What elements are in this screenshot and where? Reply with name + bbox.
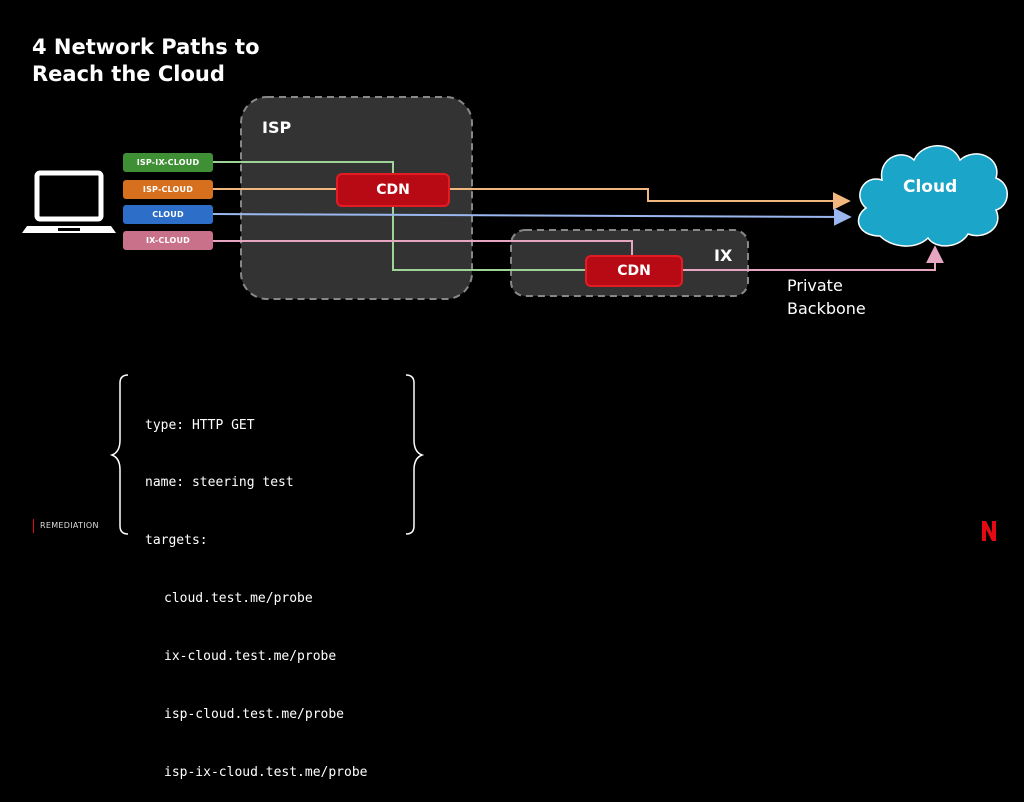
left-brace — [109, 374, 129, 535]
config-type: type: HTTP GET — [145, 417, 255, 433]
path-private-backbone — [679, 245, 944, 271]
config-target: isp-ix-cloud.test.me/probe — [164, 764, 368, 780]
cloud-icon — [857, 145, 1008, 247]
config-name: name: steering test — [145, 475, 294, 491]
footer-section-label: REMEDIATION — [40, 521, 99, 530]
netflix-logo — [982, 521, 996, 541]
tag-cloud: CLOUD — [123, 205, 213, 224]
footer-accent-bar — [33, 519, 34, 533]
tag-ix-cloud: IX-CLOUD — [123, 231, 213, 250]
ix-region-label: IX — [714, 246, 733, 265]
path-ix-cloud — [213, 240, 633, 255]
backbone-line-2: Backbone — [787, 299, 866, 318]
backbone-line-1: Private — [787, 276, 843, 295]
cdn-isp: CDN — [336, 173, 450, 207]
probe-config: type: HTTP GET name: steering test targe… — [145, 377, 368, 802]
cdn-ix: CDN — [585, 255, 683, 287]
path-cloud — [212, 207, 852, 226]
page-title: 4 Network Paths to Reach the Cloud — [32, 35, 260, 86]
cloud-label: Cloud — [903, 177, 958, 197]
path-isp-ix-cloud — [213, 161, 587, 271]
config-target: cloud.test.me/probe — [164, 591, 313, 607]
config-target: isp-cloud.test.me/probe — [164, 707, 345, 723]
isp-region-label: ISP — [262, 118, 292, 137]
path-isp-cloud-out — [448, 188, 851, 210]
right-brace — [405, 374, 425, 535]
tag-isp-cloud: ISP-CLOUD — [123, 180, 213, 199]
config-target: ix-cloud.test.me/probe — [164, 649, 337, 665]
tag-isp-ix-cloud: ISP-IX-CLOUD — [123, 153, 213, 172]
private-backbone-label: Private Backbone — [787, 274, 866, 320]
config-targets-label: targets: — [145, 533, 208, 549]
laptop-icon — [22, 170, 116, 233]
